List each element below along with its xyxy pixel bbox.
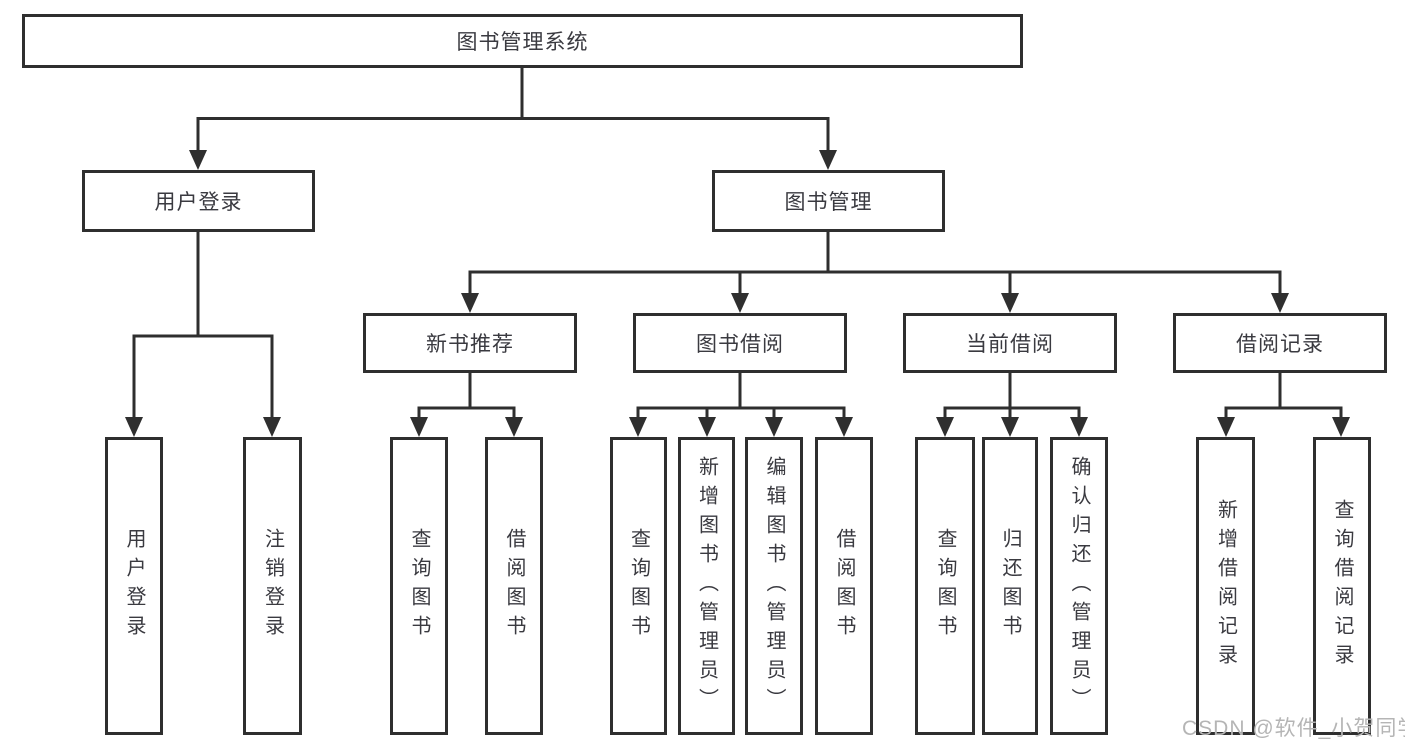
node-current-borrowing-label: 当前借阅 xyxy=(966,333,1054,356)
leaf-edit-books-admin-label: 编辑图书（管理员） xyxy=(763,455,785,717)
leaf-return-books-label: 归还图书 xyxy=(999,528,1021,644)
node-book-management: 图书管理 xyxy=(712,170,945,232)
node-new-book-recommendation-label: 新书推荐 xyxy=(426,333,514,356)
node-book-borrowing: 图书借阅 xyxy=(633,313,847,373)
node-user-login: 用户登录 xyxy=(82,170,315,232)
root-node-label: 图书管理系统 xyxy=(456,31,589,54)
leaf-query-borrowing-record-label: 查询借阅记录 xyxy=(1331,499,1353,673)
node-user-login-label: 用户登录 xyxy=(154,191,243,214)
csdn-watermark: CSDN @软件_小贺同学 xyxy=(1182,717,1405,740)
node-new-book-recommendation: 新书推荐 xyxy=(363,313,577,373)
leaf-confirm-return-admin: 确认归还（管理员） xyxy=(1050,437,1108,735)
node-borrowing-records-label: 借阅记录 xyxy=(1236,333,1324,356)
leaf-query-books-current: 查询图书 xyxy=(915,437,975,735)
leaf-edit-books-admin: 编辑图书（管理员） xyxy=(745,437,803,735)
leaf-query-books-recommend-label: 查询图书 xyxy=(408,528,430,644)
leaf-user-login: 用户登录 xyxy=(105,437,163,735)
leaf-user-login-label: 用户登录 xyxy=(123,528,145,644)
leaf-add-books-admin-label: 新增图书（管理员） xyxy=(695,455,718,717)
leaf-query-books-borrowing: 查询图书 xyxy=(610,437,667,735)
root-node-book-management-system: 图书管理系统 xyxy=(22,14,1023,68)
node-book-borrowing-label: 图书借阅 xyxy=(696,333,784,356)
node-book-management-label: 图书管理 xyxy=(784,191,873,214)
leaf-confirm-return-admin-label: 确认归还（管理员） xyxy=(1068,455,1090,717)
leaf-query-books-current-label: 查询图书 xyxy=(934,528,956,644)
node-current-borrowing: 当前借阅 xyxy=(903,313,1117,373)
leaf-query-books-borrowing-label: 查询图书 xyxy=(627,528,650,644)
leaf-query-books-recommend: 查询图书 xyxy=(390,437,448,735)
leaf-add-borrowing-record-label: 新增借阅记录 xyxy=(1214,499,1237,673)
leaf-logout-label: 注销登录 xyxy=(261,528,284,644)
leaf-borrow-books-recommend: 借阅图书 xyxy=(485,437,543,735)
leaf-logout: 注销登录 xyxy=(243,437,302,735)
leaf-add-books-admin: 新增图书（管理员） xyxy=(678,437,735,735)
leaf-add-borrowing-record: 新增借阅记录 xyxy=(1196,437,1255,735)
leaf-borrow-books-borrowing-label: 借阅图书 xyxy=(833,528,855,644)
leaf-borrow-books-borrowing: 借阅图书 xyxy=(815,437,873,735)
node-borrowing-records: 借阅记录 xyxy=(1173,313,1387,373)
leaf-query-borrowing-record: 查询借阅记录 xyxy=(1313,437,1371,735)
leaf-return-books: 归还图书 xyxy=(982,437,1038,735)
leaf-borrow-books-recommend-label: 借阅图书 xyxy=(503,528,525,644)
